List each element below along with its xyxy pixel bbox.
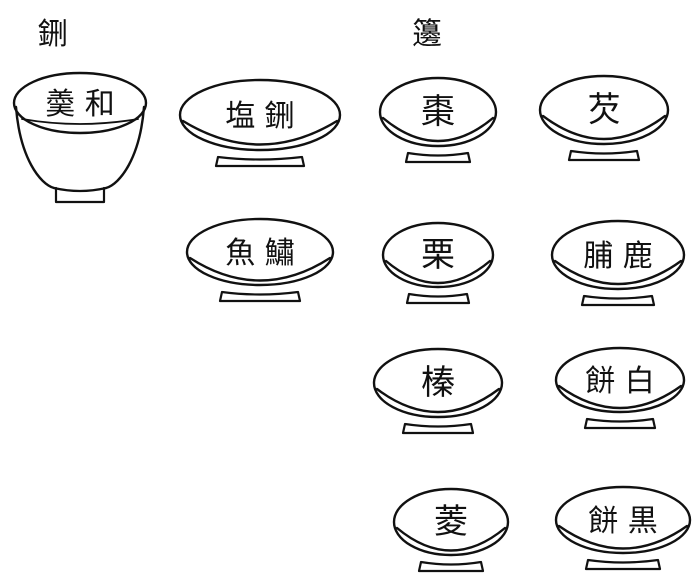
bowl-rim [12, 71, 148, 135]
bowl-label: 餅 黒 [588, 504, 658, 539]
bowl-8: 榛 [372, 347, 504, 435]
bowl-label: 菱 [434, 502, 468, 542]
bowl-body [188, 256, 332, 282]
bowl-rim [392, 487, 510, 557]
bowl-body [541, 114, 667, 141]
bowl-body [181, 119, 339, 146]
bowl-label: 芡 [587, 90, 621, 130]
bowl-body [384, 259, 492, 285]
bowl-7: 脯 鹿 [550, 219, 686, 307]
bowl-10: 菱 [392, 487, 510, 573]
bowl-foot [401, 422, 475, 435]
bowl-body [557, 384, 683, 410]
bowl-body [375, 387, 501, 414]
bowl-body [381, 116, 495, 143]
group-title-xing: 鉶 [38, 17, 68, 52]
bowl-foot [417, 560, 485, 573]
bowl-rim [538, 74, 670, 146]
bowl-foot [218, 290, 302, 303]
bowl-body [557, 524, 689, 550]
bowl-foot [404, 151, 472, 164]
bowl-inner-line [21, 118, 139, 125]
bowl-foot [567, 149, 641, 162]
bowl-9: 餅 白 [554, 346, 686, 430]
bowl-foot [214, 155, 306, 168]
bowl-5: 芡 [538, 74, 670, 162]
bowl-body [14, 105, 146, 190]
bowl-label: 栗 [421, 235, 455, 275]
bowl-rim [554, 346, 686, 414]
bowl-6: 栗 [381, 221, 495, 305]
bowl-rim [381, 221, 495, 289]
bowl-rim [372, 347, 504, 419]
bowl-label: 榛 [421, 363, 455, 403]
bowl-body [395, 526, 507, 552]
group-title-bian: 籩 [412, 17, 442, 52]
bowl-foot [580, 294, 656, 307]
bowl-rim [378, 76, 498, 148]
bowl-rim [550, 219, 686, 291]
bowl-rim [178, 78, 342, 152]
bowl-label: 羮 和 [45, 87, 115, 122]
bowl-rim [185, 217, 335, 287]
bowl-foot [52, 186, 108, 204]
bowl-foot [405, 292, 471, 305]
bowl-2: 塩 鉶 [178, 78, 342, 168]
bowl-body [553, 259, 683, 286]
bowl-4: 棗 [378, 76, 498, 164]
bowl-rim [554, 485, 692, 555]
bowl-foot [583, 417, 657, 430]
bowl-label: 塩 鉶 [225, 99, 295, 134]
bowl-3: 魚 鱐 [185, 217, 335, 303]
bowl-1: 羮 和 [12, 71, 148, 204]
bowl-label: 餅 白 [585, 364, 655, 399]
bowl-label: 脯 鹿 [583, 239, 653, 274]
bowl-label: 棗 [421, 92, 455, 132]
bowl-label: 魚 鱐 [225, 236, 295, 271]
bowl-11: 餅 黒 [554, 485, 692, 571]
bowl-foot [584, 558, 662, 571]
